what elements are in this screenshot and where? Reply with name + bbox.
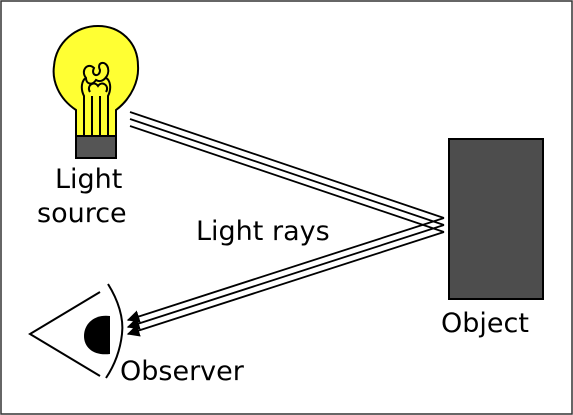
eye-outline: [28, 291, 101, 377]
incident-ray: [129, 111, 445, 219]
observer-label: Observer: [120, 356, 245, 387]
reflected-ray: [126, 224, 445, 330]
incident-ray: [129, 125, 445, 233]
light-bulb-icon: [52, 24, 140, 159]
reflected-rays: [126, 217, 445, 337]
bulb-base: [75, 135, 117, 159]
light-source-label-line1: Light: [55, 164, 122, 195]
incident-rays: [129, 111, 445, 233]
eye-pupil: [84, 315, 110, 355]
bulb-glass: [52, 24, 140, 139]
eye-lens-curve: [105, 283, 124, 379]
object-block: [448, 138, 544, 300]
incident-ray: [129, 118, 445, 226]
eye-icon: [28, 283, 124, 379]
reflected-ray: [126, 231, 445, 337]
object-label: Object: [441, 308, 529, 339]
bulb-filament: [80, 62, 112, 138]
light-rays-label: Light rays: [196, 216, 330, 247]
reflected-ray: [126, 217, 445, 323]
light-source-label-line2: source: [37, 198, 127, 229]
